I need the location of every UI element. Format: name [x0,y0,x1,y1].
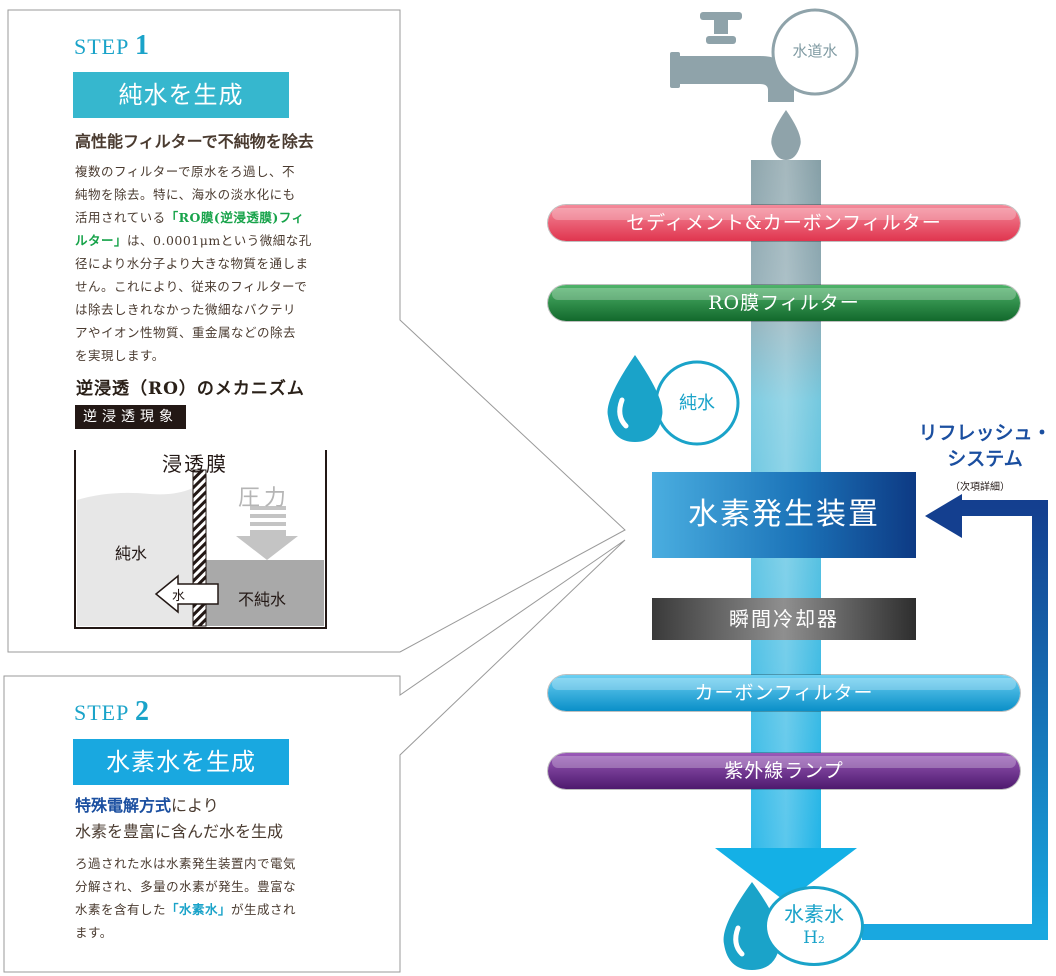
mechanism-tag: 逆浸透現象 [75,405,186,429]
tap-water-label: 水道水 [792,42,838,60]
sediment-carbon-filter: セディメント&カーボンフィルター [548,205,1020,241]
instant-cooler: 瞬間冷却器 [652,598,916,640]
carbon-filter: カーボンフィルター [548,675,1020,711]
impure-water-label: 不純水 [238,590,287,609]
step1-body: 複数のフィルターで原水をろ過し、不 純物を除去。特に、海水の淡水化にも 活用され… [75,164,312,363]
hydrogen-water-label: 水素水 H₂ [784,902,844,948]
step2-subheading: 特殊電解方式により 水素を豊富に含んだ水を生成 [75,796,284,841]
ro-membrane-filter: RO膜フィルター [548,285,1020,321]
refresh-system-note: （次項詳細） [950,482,1010,493]
water-arrow-label: 水 [172,589,186,604]
step2-body: ろ過された水は水素発生装置内で電気 分解され、多量の水素が発生。豊富な 水素を含… [75,856,297,940]
step2-title: 水素水を生成 [73,739,289,785]
hydrogen-water-circle [764,886,864,966]
pure-water-label: 純水 [115,544,148,563]
hydrogen-generator: 水素発生装置 [652,472,916,558]
refresh-system-label: リフレッシュ・ システム [918,422,1052,470]
step1-title: 純水を生成 [73,72,289,118]
membrane-label: 浸透膜 [162,452,228,476]
step1-label: STEP 1 [74,30,151,61]
mechanism-title: 逆浸透（RO）のメカニズム [76,379,305,399]
faucet-icon [670,12,794,102]
step1-subheading: 高性能フィルターで不純物を除去 [75,132,314,151]
pure-water-circle-label: 純水 [679,393,715,414]
step2-label: STEP 2 [74,696,151,727]
pressure-label: 圧力 [238,486,291,511]
uv-lamp: 紫外線ランプ [548,753,1020,789]
